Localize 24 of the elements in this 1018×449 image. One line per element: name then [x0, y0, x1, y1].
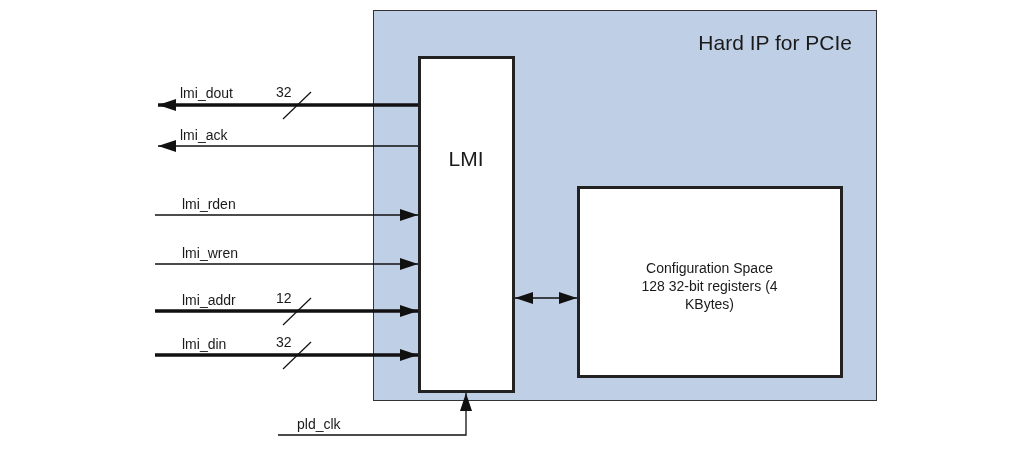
module-box	[576, 185, 843, 378]
signal-name: lmi_wren	[182, 245, 238, 261]
signal-arrow	[277, 392, 472, 436]
signal-name: lmi_din	[182, 336, 227, 352]
signal-name: lmi_rden	[182, 196, 236, 212]
module-name: LMI	[447, 146, 485, 171]
module-box	[417, 55, 515, 393]
block-title: Hard IP for PCIe	[698, 31, 852, 55]
signal-name: pld_clk	[297, 416, 341, 432]
bus-width: 32	[276, 334, 292, 350]
signal-arrow	[157, 140, 419, 152]
signal-name: lmi_ack	[180, 127, 228, 143]
double-arrow	[514, 292, 578, 304]
signal-arrow	[158, 99, 418, 111]
signal-arrow	[154, 209, 419, 221]
module-description: Configuration Space 128 32-bit registers (4 KBytes)	[640, 258, 779, 313]
bus-width: 12	[276, 290, 292, 306]
signal-arrow	[154, 258, 419, 270]
signal-name: lmi_dout	[180, 85, 233, 101]
bus-width: 32	[276, 84, 292, 100]
signal-name: lmi_addr	[182, 292, 236, 308]
signal-arrow	[155, 349, 418, 361]
block-panel	[373, 10, 877, 401]
signal-arrow	[155, 305, 418, 317]
